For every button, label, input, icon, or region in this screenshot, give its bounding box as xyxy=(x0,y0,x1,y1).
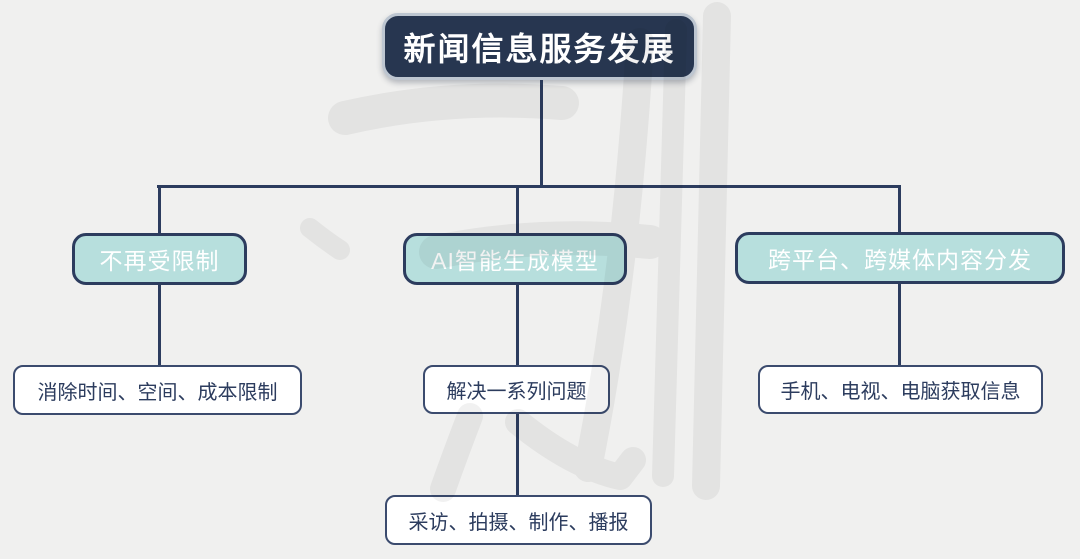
node-news-info-service-title: 新闻信息服务发展 xyxy=(382,13,697,80)
connector-drop-left xyxy=(158,186,161,234)
node-ai-generation-model: AI智能生成模型 xyxy=(403,233,627,285)
connector-middle-to-leaf2 xyxy=(516,413,519,496)
connector-middle-to-leaf xyxy=(516,283,519,366)
node-label: 手机、电视、电脑获取信息 xyxy=(780,381,1021,403)
node-devices-get-information: 手机、电视、电脑获取信息 xyxy=(758,365,1043,414)
node-label: AI智能生成模型 xyxy=(431,248,599,274)
connector-root-vertical xyxy=(540,80,543,187)
node-solve-series-of-problems: 解决一系列问题 xyxy=(423,365,610,414)
connector-drop-middle xyxy=(516,186,519,234)
node-interview-shoot-produce-broadcast: 采访、拍摄、制作、播报 xyxy=(385,495,652,545)
connector-horizontal-bar xyxy=(157,185,901,188)
connector-right-to-leaf xyxy=(898,282,901,366)
node-label: 解决一系列问题 xyxy=(446,381,587,403)
connector-left-to-leaf xyxy=(158,283,161,366)
node-label: 新闻信息服务发展 xyxy=(403,30,676,67)
node-no-longer-limited: 不再受限制 xyxy=(72,233,247,285)
node-label: 不再受限制 xyxy=(99,248,220,274)
node-label: 消除时间、空间、成本限制 xyxy=(37,381,278,404)
node-cross-platform-distribution: 跨平台、跨媒体内容分发 xyxy=(735,232,1065,284)
node-eliminate-time-space-cost-limits: 消除时间、空间、成本限制 xyxy=(13,365,302,415)
node-label: 跨平台、跨媒体内容分发 xyxy=(768,247,1032,273)
connector-drop-right xyxy=(898,186,901,233)
node-label: 采访、拍摄、制作、播报 xyxy=(408,511,629,534)
